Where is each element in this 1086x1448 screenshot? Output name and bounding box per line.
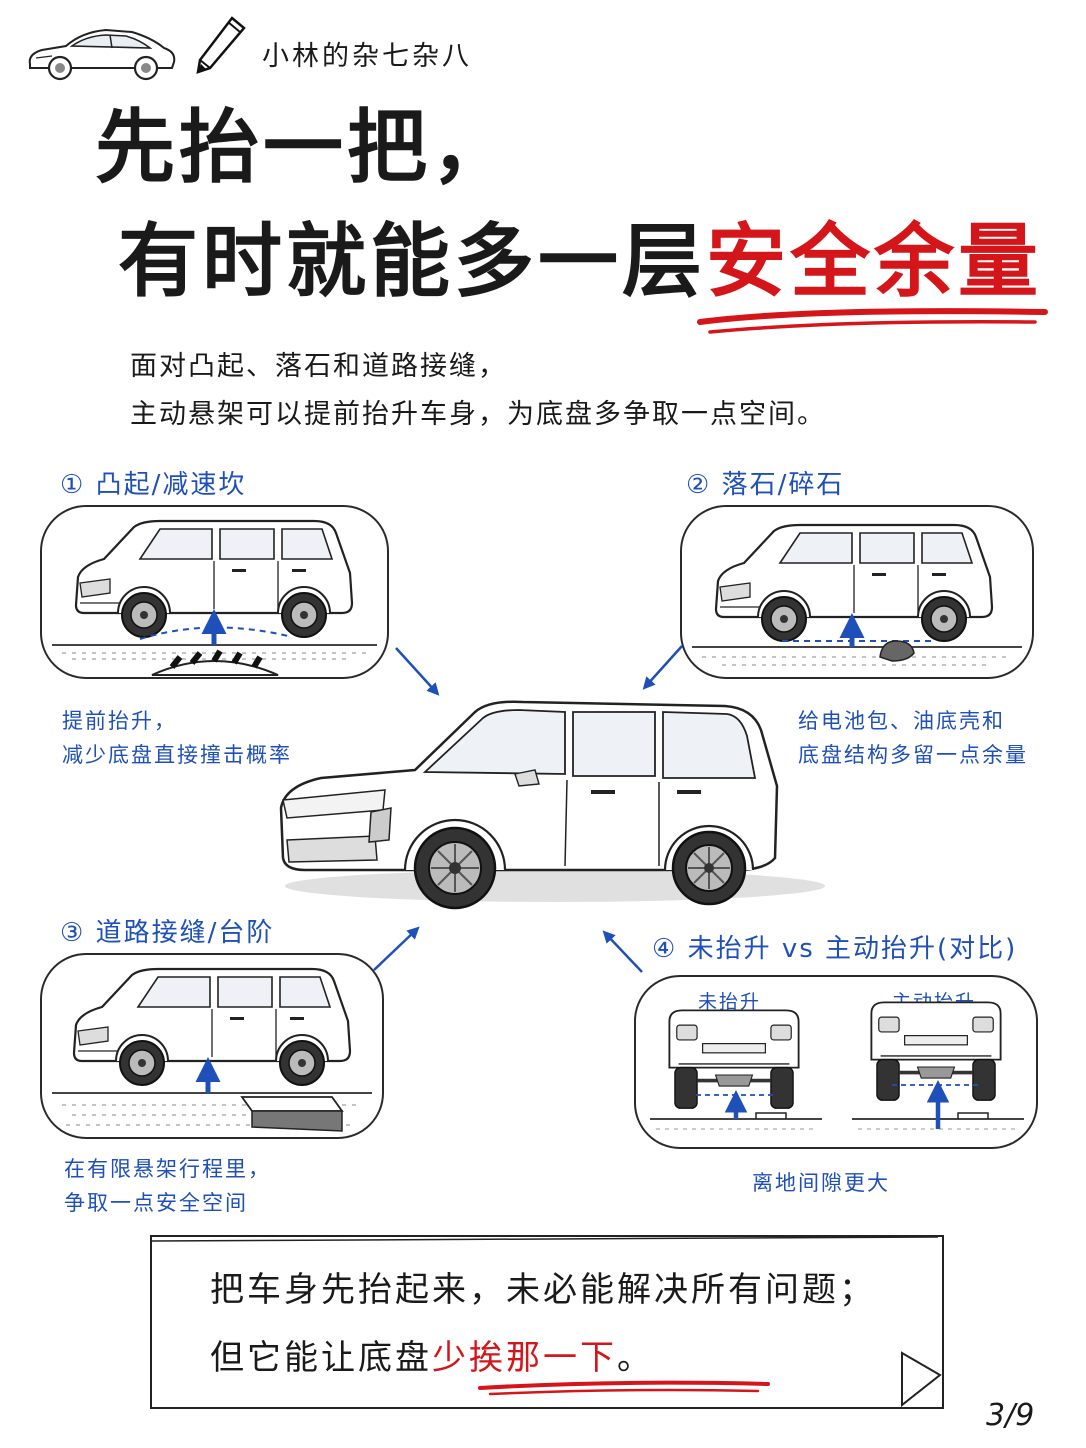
panel-2-title: ② 落石/碎石 (686, 470, 845, 500)
red-underline-decoration (697, 308, 1048, 334)
summary-suffix: 。 (617, 1338, 654, 1378)
speed-bump-illustration (52, 519, 377, 676)
headline-line-1: 先抬一把， (95, 101, 515, 194)
panel-3-title: ③ 道路接缝/台阶 (60, 918, 275, 948)
panel-1-caption: 提前抬升， 减少底盘直接撞击概率 (62, 709, 292, 767)
rock-icon (879, 640, 915, 662)
panel-4-illustration: 未抬升 主动抬升 (634, 975, 1038, 1149)
summary-red-underline (478, 1380, 770, 1396)
headline-highlight: 安全余量 (706, 215, 1042, 308)
center-mpv-illustration (279, 700, 825, 910)
intro-line-1: 面对凸起、落石和道路接缝， (130, 351, 507, 382)
label-not-raised: 未抬升 (698, 991, 762, 1013)
summary-highlight: 少挨那一下 (432, 1338, 617, 1378)
road-joint-illustration (52, 967, 372, 1132)
summary-box (150, 1235, 944, 1409)
panel-4-caption: 离地间隙更大 (752, 1171, 890, 1195)
brand-name: 小林的杂七杂八 (262, 41, 472, 72)
panel-3-illustration (40, 953, 384, 1139)
pencil-icon (196, 16, 246, 74)
headline-prefix: 有时就能多一层 (118, 215, 706, 308)
panel-3-caption: 在有限悬架行程里， 争取一点安全空间 (64, 1157, 271, 1215)
panel-1-illustration (40, 505, 389, 679)
panel-4-title: ④ 未抬升 vs 主动抬升(对比) (652, 934, 1018, 964)
intro-line-2: 主动悬架可以提前抬升车身，为底盘多争取一点空间。 (130, 399, 826, 430)
comparison-illustration (650, 1000, 1024, 1130)
summary-prefix: 但它能让底盘 (210, 1338, 432, 1378)
falling-rock-illustration (692, 523, 1022, 666)
panel-1-title: ① 凸起/减速坎 (60, 470, 247, 500)
summary-line-2: 但它能让底盘少挨那一下。 (210, 1330, 654, 1379)
panel-2-caption: 给电池包、油底壳和 底盘结构多留一点余量 (798, 709, 1028, 767)
summary-line-1: 把车身先抬起来，未必能解决所有问题； (210, 1270, 876, 1310)
logo-car-icon (28, 28, 176, 81)
panel-2-illustration (680, 505, 1034, 679)
page-number: 3/9 (986, 1398, 1035, 1433)
summary-box-outline (151, 1236, 942, 1408)
headline-line-2: 有时就能多一层安全余量 (118, 222, 1042, 302)
